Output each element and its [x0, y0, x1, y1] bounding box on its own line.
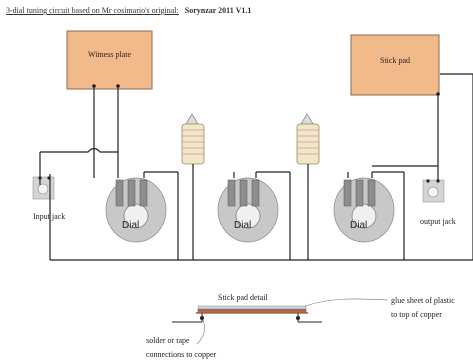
input-jack-label: Input jack [33, 212, 66, 221]
solder-note-line-2: connections to copper [146, 350, 217, 359]
version-text: Sorynzar 2011 V1.1 [184, 6, 252, 15]
stick-pad [350, 34, 440, 96]
title-text: 3-dial tuning circuit based on Mr cosima… [6, 6, 179, 15]
output-jack-label: output jack [420, 217, 456, 226]
diagram-title: 3-dial tuning circuit based on Mr cosima… [6, 6, 251, 15]
witness-plate-label: Witness plate [88, 50, 131, 59]
coil-1 [181, 113, 205, 165]
dial-1-label: Dial [122, 220, 140, 231]
stick-pad-detail-title: Stick pad detail [218, 293, 268, 302]
glue-note-line-2: to top of copper [391, 310, 442, 319]
dial-3 [333, 177, 395, 243]
solder-note-line-1: solder or tape [146, 336, 190, 345]
dial-1 [105, 177, 167, 243]
coil-2 [296, 113, 320, 165]
dial-2 [217, 177, 279, 243]
dial-2-label: Dial [234, 220, 252, 231]
dial-3-label: Dial [350, 220, 368, 231]
stick-pad-detail-drawing [172, 298, 389, 345]
witness-plate [66, 30, 153, 90]
glue-note-line-1: glue sheet of plastic [391, 296, 455, 305]
stick-pad-label: Stick pad [380, 56, 410, 65]
